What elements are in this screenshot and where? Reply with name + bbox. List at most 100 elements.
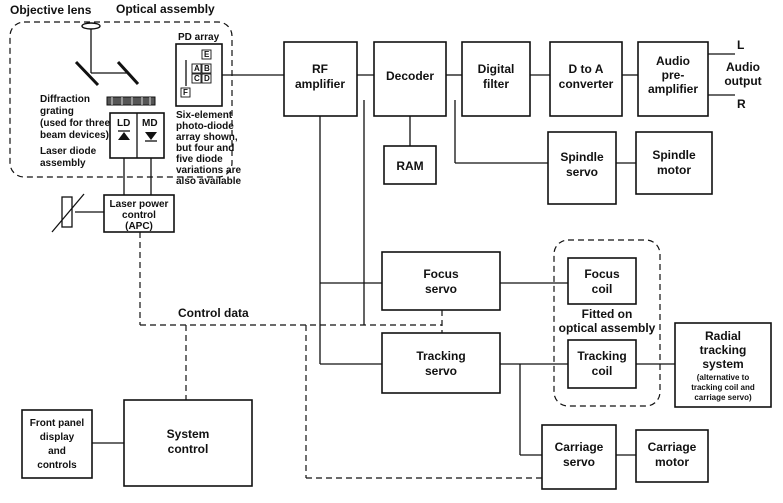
spindle-servo-label-1: Spindle [560,150,604,164]
tracking-coil-label-2: coil [592,364,613,378]
pd-note-line-2: photo-diode [176,121,234,132]
focus-servo-label-2: servo [425,282,457,296]
tracking-coil-block: Tracking coil [567,339,637,389]
audio-output-label-1: Audio [726,60,760,74]
diffraction-grating-label-3: (used for three- [40,118,113,129]
carriage-motor-label-1: Carriage [648,440,697,454]
decoder-block: Decoder [373,41,447,117]
pd-cell-e: E [204,50,210,59]
rf-amplifier-label-2: amplifier [295,77,345,91]
system-control-label-1: System [167,427,210,441]
audio-preamp-label-2: pre- [662,68,685,82]
decoder-label: Decoder [386,69,434,83]
objective-lens-icon [81,22,101,30]
carriage-motor-block: Carriage motor [635,429,709,483]
system-control-block: System control [123,399,253,487]
ld-label: LD [117,118,130,129]
pd-cell-c: C [194,74,200,83]
radial-tracking-block: Radial tracking system (alternative to t… [674,322,772,408]
rf-amplifier-block: RF amplifier [283,41,358,117]
front-panel-label-1: Front panel [30,418,85,429]
focus-coil-label-2: coil [592,282,613,296]
carriage-servo-label-2: servo [563,455,595,469]
beam-splitter-icon [116,60,140,86]
optical-assembly-group: Objective lens Optical assembly Diffract… [9,2,241,187]
pd-cell-f: F [183,88,188,97]
front-panel-label-3: and [48,446,66,457]
apc-label-3: (APC) [125,221,153,232]
spindle-servo-label-2: servo [566,165,598,179]
optical-assembly-boundary [9,21,233,178]
monitor-diode-icon [145,132,157,140]
radial-tracking-label-3: system [702,357,743,371]
focus-servo-label-1: Focus [423,267,459,281]
pd-note-line-7: also available [176,176,241,187]
optical-assembly-label: Optical assembly [116,2,215,16]
radial-tracking-label-2: tracking [700,343,747,357]
radial-note-line-1: (alternative to [697,373,750,382]
output-l-label: L [737,38,744,52]
laser-diode-icon [118,132,130,140]
variable-resistor-icon [51,193,85,233]
focus-servo-block: Focus servo [381,251,501,311]
audio-preamp-block: Audio pre- amplifier [637,41,709,117]
fitted-on-label-1: Fitted on [582,307,633,321]
pd-array-label: PD array [178,32,220,43]
apc-label-2: control [122,210,156,221]
tracking-coil-label-1: Tracking [577,349,626,363]
pd-note-line-6: variations are [176,165,241,176]
d-to-a-label-2: converter [559,77,614,91]
pd-cell-b: B [204,64,210,73]
spindle-motor-block: Spindle motor [635,131,713,195]
mirror-icon [74,60,100,87]
pd-note-line-4: but four and [176,143,234,154]
carriage-servo-label-1: Carriage [555,440,604,454]
radial-note-line-2: tracking coil and [691,383,755,392]
pd-note-line-5: five diode [176,154,223,165]
focus-coil-label-1: Focus [584,267,620,281]
diffraction-grating-label-4: beam devices) [40,130,109,141]
pd-note-line-3: array shown, [176,132,238,143]
tracking-servo-label-2: servo [425,364,457,378]
digital-filter-block: Digital filter [461,41,531,117]
audio-preamp-label-3: amplifier [648,82,698,96]
pd-note-line-1: Six-element [176,110,233,121]
d-to-a-label-1: D to A [569,62,604,76]
tracking-servo-label-1: Tracking [416,349,465,363]
objective-lens-label: Objective lens [10,3,92,17]
laser-diode-assembly-label-1: Laser diode [40,146,97,157]
diffraction-grating-icon [106,96,156,106]
tracking-servo-block: Tracking servo [381,332,501,394]
apc-label-1: Laser power [110,199,169,210]
focus-coil-block: Focus coil [567,257,637,305]
digital-filter-label-2: filter [483,77,509,91]
audio-output-label-2: output [724,74,761,88]
diffraction-grating-label-2: grating [40,106,74,117]
control-data-bus: Control data [139,232,581,479]
spindle-servo-block: Spindle servo [547,131,617,205]
spindle-motor-label-2: motor [657,163,691,177]
radial-note-line-3: carriage servo) [694,393,752,402]
audio-preamp-label-1: Audio [656,54,690,68]
carriage-servo-block: Carriage servo [541,424,617,490]
connections [75,53,735,456]
laser-power-control-block: Laser power control (APC) [103,194,175,233]
d-to-a-block: D to A converter [549,41,623,117]
fitted-on-label-2: optical assembly [559,321,656,335]
spindle-motor-label-1: Spindle [652,148,696,162]
radial-tracking-label-1: Radial [705,329,741,343]
ram-block: RAM [383,145,437,185]
rf-amplifier-label-1: RF [312,62,328,76]
laser-diode-assembly-label-2: assembly [40,158,86,169]
control-data-label: Control data [178,306,249,320]
md-label: MD [142,118,158,129]
system-control-label-2: control [168,442,209,456]
front-panel-label-4: controls [37,460,77,471]
diffraction-grating-label-1: Diffraction [40,94,90,105]
carriage-motor-label-2: motor [655,455,689,469]
front-panel-label-2: display [40,432,75,443]
front-panel-block: Front panel display and controls [21,409,93,479]
pd-cell-d: D [204,74,210,83]
ram-label: RAM [396,159,423,173]
